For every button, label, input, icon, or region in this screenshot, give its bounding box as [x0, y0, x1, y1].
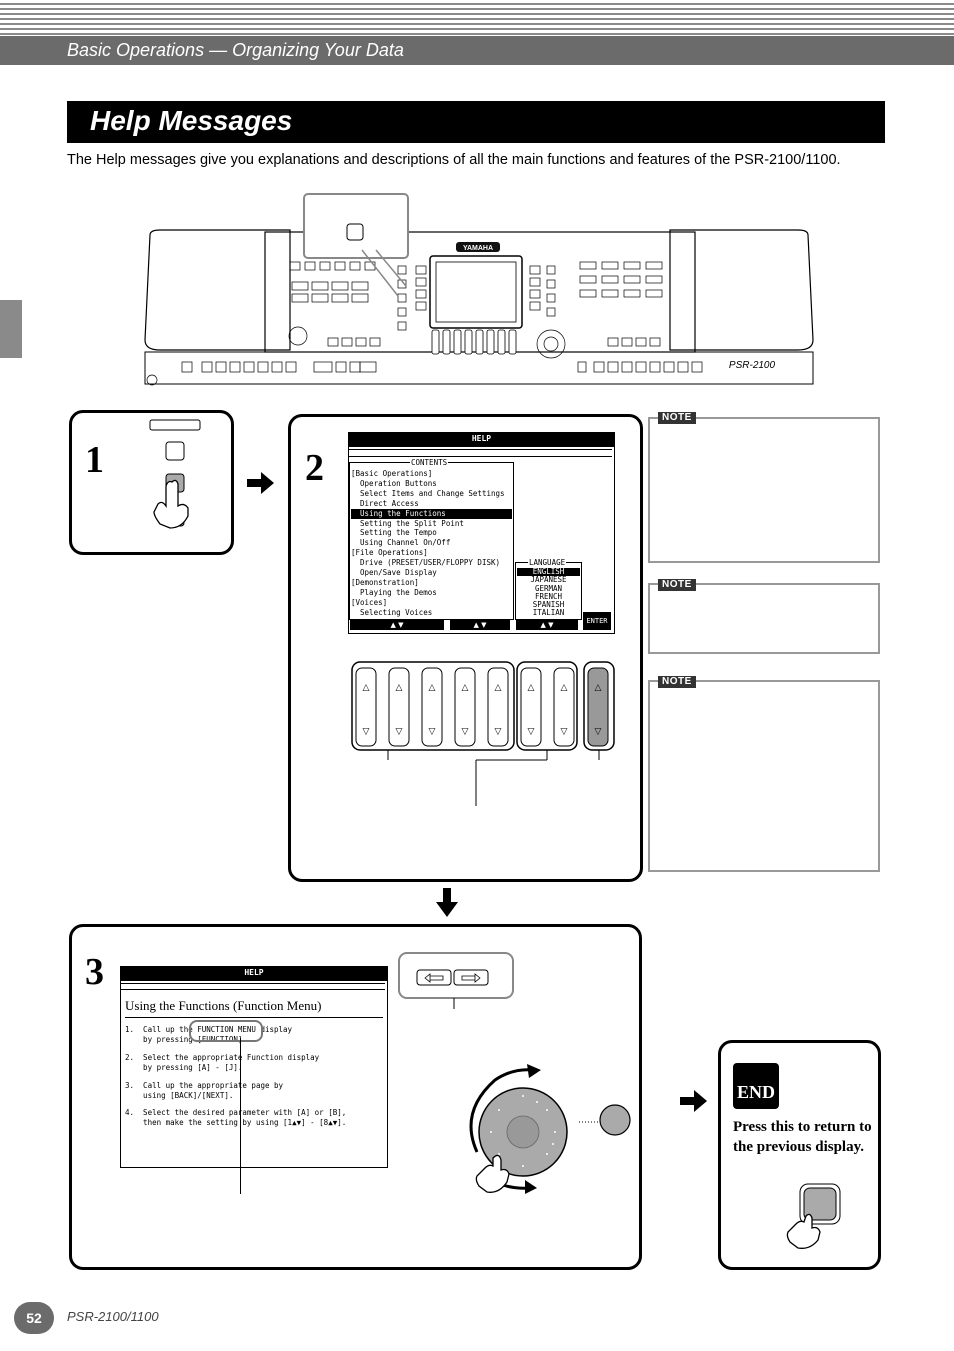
svg-text:△: △ [561, 683, 568, 693]
contents-item[interactable]: Select Items and Change Settings [351, 488, 505, 498]
help-line: by pressing [FUNCTION]. [125, 1034, 247, 1044]
note-box-1 [648, 417, 880, 563]
help-line: 3. Call up the appropriate page by [125, 1080, 284, 1090]
help-topic-lines: 1. Call up the FUNCTION MENU display by … [125, 1025, 346, 1128]
svg-text:▽: ▽ [396, 727, 403, 737]
language-label: LANGUAGE [528, 558, 567, 568]
arrow-right-icon [247, 472, 274, 494]
svg-text:▽: ▽ [363, 727, 370, 737]
help-line: by pressing [A] - [J]. [125, 1062, 243, 1072]
svg-text:▽: ▽ [495, 727, 502, 737]
svg-text:▽: ▽ [561, 727, 568, 737]
header-bar [0, 36, 954, 65]
page-title: Help Messages [90, 105, 293, 136]
contents-item[interactable]: Using Channel On/Off [351, 538, 451, 548]
page-number: 52 [14, 1302, 54, 1334]
language-item[interactable]: ENGLISH [517, 567, 580, 577]
contents-item[interactable]: [File Operations] [351, 548, 428, 558]
help-topic-display: HELP Using the Functions (Function Menu)… [120, 966, 388, 1168]
header-stripes [0, 0, 954, 36]
contents-item[interactable]: Direct Access [351, 498, 419, 508]
contents-item[interactable]: Selecting Voices [351, 607, 433, 617]
contents-item[interactable]: [Demonstration] [351, 577, 419, 587]
footer-model: PSR-2100/1100 [67, 1309, 159, 1324]
arrow-down-icon [436, 888, 458, 917]
arrow-right-icon [680, 1090, 707, 1112]
svg-text:▽: ▽ [429, 727, 436, 737]
svg-text:△: △ [363, 683, 370, 693]
contents-item[interactable]: Playing the Demos [351, 587, 437, 597]
contents-item[interactable]: Open/Save Display [351, 568, 437, 578]
help-line: 2. Select the appropriate Function displ… [125, 1052, 320, 1062]
language-item[interactable]: FRENCH [534, 591, 563, 601]
exit-button-illustration [786, 1183, 841, 1249]
end-logo: END [733, 1063, 779, 1109]
function-menu-highlight [189, 1020, 263, 1042]
heading-rule [125, 1017, 383, 1018]
enter-button[interactable]: ENTER [583, 612, 611, 630]
note-box-3 [648, 680, 880, 872]
contents-item[interactable]: [Voices] [351, 597, 388, 607]
language-scroll-tab[interactable]: ▲ ▼ [516, 620, 578, 630]
svg-text:▽: ▽ [595, 727, 602, 737]
contents-label: CONTENTS [410, 458, 449, 468]
svg-text:△: △ [528, 683, 535, 693]
end-box-text: Press this to return to the previous dis… [733, 1119, 872, 1155]
display-header-rule [349, 449, 612, 457]
svg-text:▽: ▽ [528, 727, 535, 737]
help-line: then make the setting by using [1▲▼] - [… [125, 1118, 347, 1128]
note-badge-1: NOTE [658, 412, 696, 424]
help-button-illustration [149, 419, 201, 529]
back-next-buttons-illustration [398, 952, 514, 1009]
panel-brand: YAMAHA [463, 245, 493, 252]
contents-item[interactable]: [Basic Operations] [351, 469, 433, 478]
display-header-rule [121, 983, 385, 990]
language-item[interactable]: JAPANESE [530, 575, 567, 585]
step3-number: 3 [85, 951, 104, 993]
note-box-2 [648, 583, 880, 654]
help-line: 4. Select the desired parameter with [A]… [125, 1108, 347, 1118]
panel-model-logo: PSR-2100 [729, 360, 776, 371]
svg-text:△: △ [495, 683, 502, 693]
contents-items[interactable]: [Basic Operations] Operation Buttons Sel… [351, 469, 512, 618]
help-line: using [BACK]/[NEXT]. [125, 1090, 234, 1100]
contents-item[interactable]: Using the Functions [351, 508, 512, 519]
svg-text:△: △ [396, 683, 403, 693]
title-bar [67, 101, 885, 143]
help-display-title: HELP [349, 433, 614, 447]
language-item[interactable]: GERMAN [534, 583, 563, 593]
contents-list[interactable]: CONTENTS [Basic Operations] Operation Bu… [349, 458, 514, 620]
data-dial-illustration [469, 1064, 631, 1194]
callout-line [240, 1038, 241, 1194]
language-item[interactable]: ITALIAN [532, 608, 565, 618]
help-contents-display: HELP [348, 432, 615, 634]
step2-number: 2 [305, 447, 324, 489]
svg-text:△: △ [429, 683, 436, 693]
contents-item[interactable]: Setting the Tempo [351, 528, 437, 538]
note-badge-3: NOTE [658, 676, 696, 688]
contents-item[interactable]: Drive (PRESET/USER/FLOPPY DISK) [351, 558, 501, 568]
step1-number: 1 [85, 439, 104, 481]
svg-text:△: △ [462, 683, 469, 693]
step1-box [69, 410, 234, 555]
note-badge-2: NOTE [658, 579, 696, 591]
language-item[interactable]: SPANISH [532, 600, 565, 610]
contents-scroll-tab-2[interactable]: ▲ ▼ [450, 620, 510, 630]
chapter-tab [0, 300, 22, 358]
contents-item[interactable]: Operation Buttons [351, 478, 437, 488]
svg-text:△: △ [595, 683, 602, 693]
intro-paragraph: The Help messages give you explanations … [67, 152, 841, 168]
section-title: Basic Operations — Organizing Your Data [67, 40, 404, 60]
keyboard-panel-illustration: YAMAHA PSR-2100 [144, 193, 814, 386]
number-buttons-illustration: △ ▽ △ ▽ △ ▽ △ ▽ △ ▽ △ ▽ △ ▽ △ ▽ [351, 661, 615, 806]
contents-item[interactable]: Setting the Split Point [351, 518, 464, 528]
help-topic-heading: Using the Functions (Function Menu) [125, 998, 322, 1013]
help-topic-title: HELP [121, 967, 387, 981]
help-line: 1. Call up the FUNCTION MENU display [125, 1025, 293, 1034]
contents-scroll-tab[interactable]: ▲ ▼ [350, 620, 444, 630]
svg-text:▽: ▽ [462, 727, 469, 737]
